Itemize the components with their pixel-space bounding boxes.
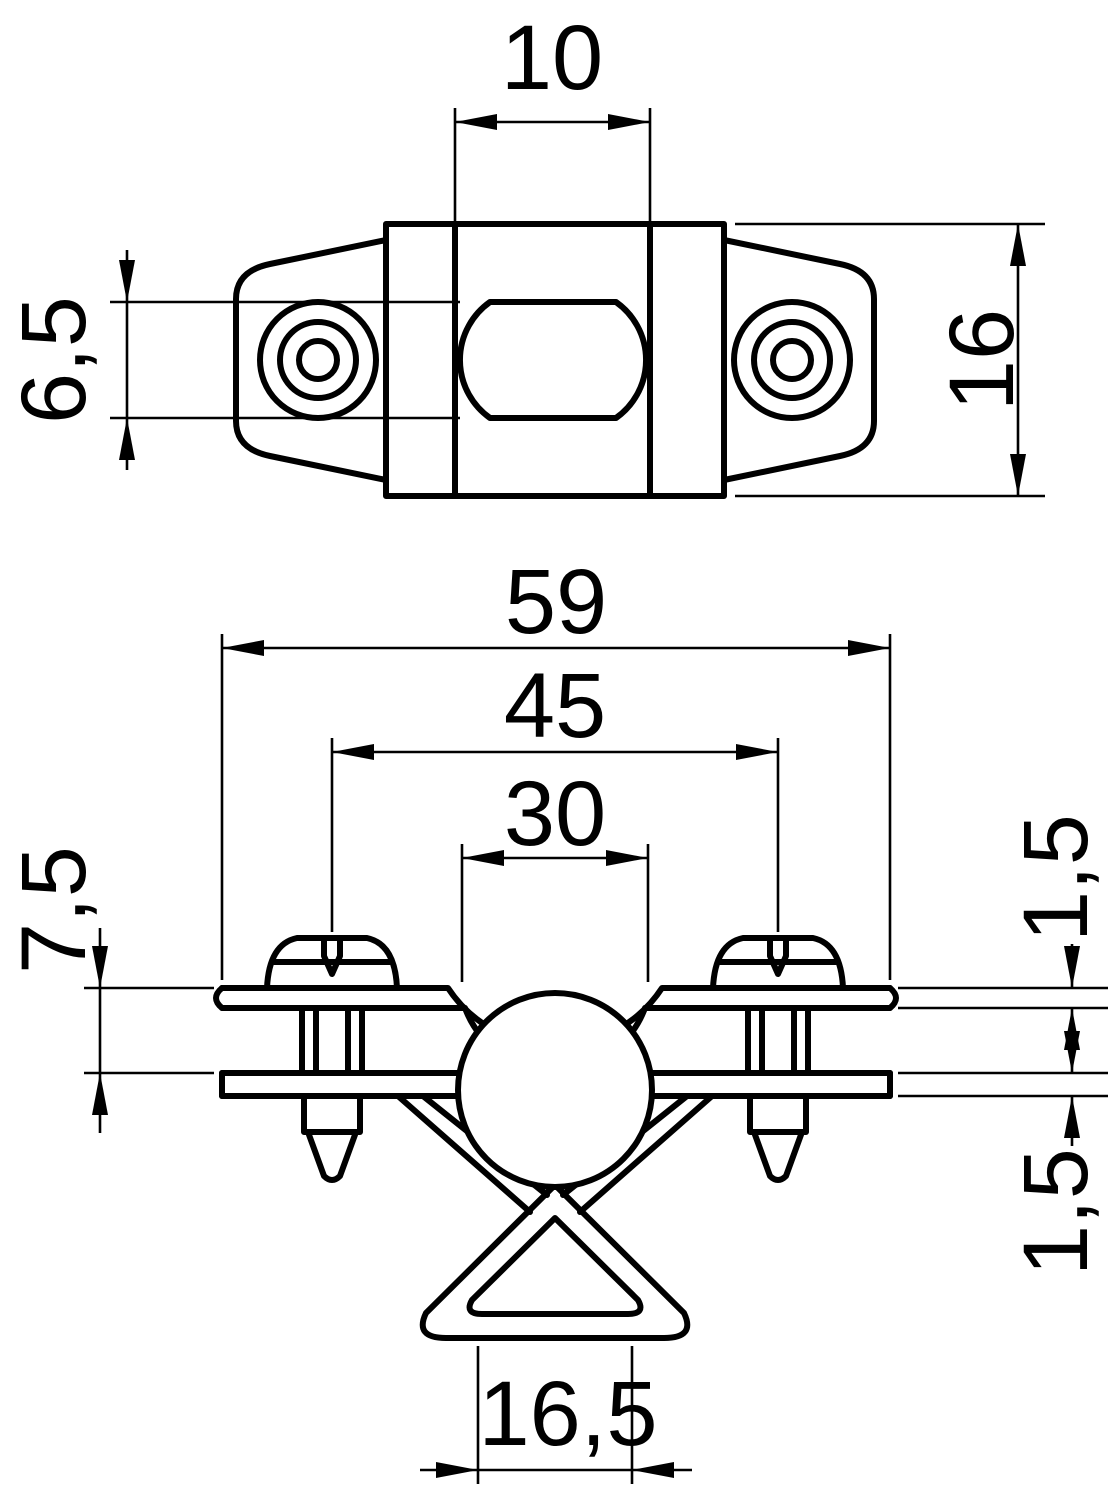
arrowhead — [1010, 224, 1026, 266]
arrowhead — [608, 114, 650, 130]
arrowhead — [332, 744, 374, 760]
screw-right-head-circle — [731, 299, 853, 421]
loop-inner-contour — [466, 1215, 644, 1317]
spacer-right — [745, 1005, 811, 1076]
wing-left — [233, 237, 389, 483]
screw-tip-left — [305, 1129, 359, 1183]
arrowhead — [462, 850, 504, 866]
arrowhead — [736, 744, 778, 760]
arrowhead — [92, 946, 108, 988]
screw-left-hole-circle — [296, 338, 340, 382]
arrowhead — [119, 418, 135, 460]
dim-strap-thickness: 1,5 — [898, 814, 1108, 1073]
arrowhead — [436, 1462, 478, 1478]
dim-label-strap-gap: 7,5 — [3, 846, 105, 974]
arrowhead — [1064, 1031, 1080, 1073]
wing-right — [721, 237, 877, 483]
screw-right-cross-recess — [767, 935, 789, 977]
loop-outer-contour — [419, 1182, 691, 1341]
dim-label-strap-thickness: 1,5 — [1005, 814, 1107, 942]
loop-arm-right-outer — [577, 1093, 715, 1215]
dim-strap-gap: 7,5 — [3, 846, 214, 1133]
dim-slot-length: 10 — [453, 7, 652, 232]
screw-left-mid-circle — [277, 319, 359, 401]
screw-right-mid-circle — [751, 319, 833, 401]
screw-left-pan-head — [264, 935, 400, 991]
arrowhead — [632, 1462, 674, 1478]
front-view: 59 45 30 7,5 — [3, 551, 1108, 1484]
dim-label-screw-spacing: 45 — [504, 655, 606, 757]
screw-right-pan-head — [710, 935, 846, 991]
arrowhead — [1010, 454, 1026, 496]
spacer-left — [299, 1005, 365, 1076]
screw-right-hole-circle — [770, 338, 814, 382]
dim-label-slot-length: 10 — [501, 7, 603, 109]
dim-label-body-height: 16 — [931, 309, 1033, 411]
dim-overall-width: 59 — [220, 551, 892, 980]
dim-body-height: 16 — [735, 222, 1045, 498]
dim-label-slot-width: 6,5 — [3, 296, 105, 424]
arrowhead — [606, 850, 648, 866]
dim-label-saddle-width: 30 — [504, 763, 606, 865]
front-view-part — [213, 935, 899, 1341]
rod-circle — [455, 990, 655, 1190]
arrowhead — [119, 260, 135, 302]
arrowhead — [1064, 1096, 1080, 1138]
screw-left-cross-recess — [321, 935, 343, 977]
center-slot — [456, 299, 650, 421]
arrowhead — [222, 640, 264, 656]
dim-label-loop-opening: 16,5 — [478, 1363, 657, 1465]
top-view: 10 6,5 16 — [3, 7, 1045, 499]
arrowhead — [92, 1073, 108, 1115]
nut-right — [747, 1093, 809, 1135]
clamp-body-outline — [383, 221, 727, 499]
dim-screw-spacing: 45 — [330, 655, 780, 932]
dim-saddle-width: 30 — [460, 763, 650, 982]
dim-loop-opening: 16,5 — [420, 1346, 692, 1484]
loop-arm-left-outer — [395, 1093, 533, 1215]
screw-tip-right — [751, 1129, 805, 1183]
nut-left — [301, 1093, 363, 1135]
dim-slot-width: 6,5 — [3, 250, 460, 470]
arrowhead — [848, 640, 890, 656]
dim-label-bracket-thickness: 1,5 — [1005, 1148, 1107, 1276]
arrowhead — [455, 114, 497, 130]
dim-label-overall-width: 59 — [505, 551, 607, 653]
strap-end-right — [887, 985, 899, 1011]
strap-end-left — [213, 985, 225, 1011]
arrowhead — [1064, 946, 1080, 988]
top-view-part — [233, 221, 877, 499]
dim-bracket-thickness: 1,5 — [898, 1031, 1108, 1276]
